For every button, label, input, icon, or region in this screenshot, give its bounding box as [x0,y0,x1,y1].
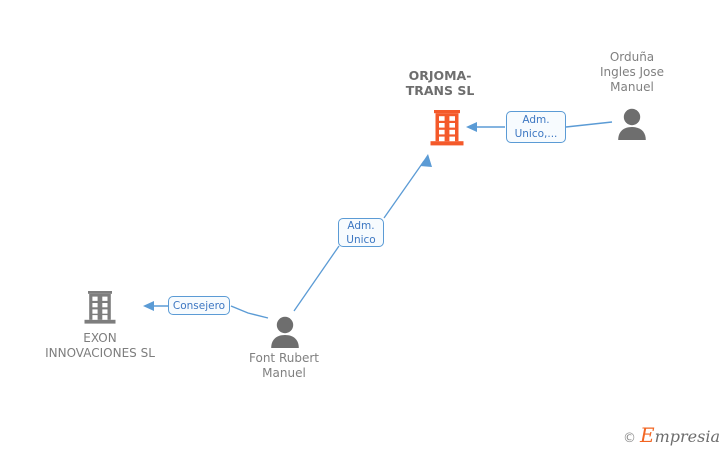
copyright-symbol: © [622,431,636,446]
edge-font-orjoma-tail [293,245,340,312]
brand-initial: E [639,423,655,447]
edge-font-orjoma-head-line [383,160,425,219]
person-icon[interactable] [616,108,648,145]
building-icon[interactable] [84,291,116,330]
brand-rest: mpresia [654,427,720,446]
watermark-empresia: © Empresia [622,425,720,446]
node-label-font: Font Rubert Manuel [249,351,319,380]
node-label-exon: EXON INNOVACIONES SL [45,331,155,360]
node-label-orduna: Orduña Ingles Jose Manuel [599,50,665,94]
edge-font-exon-tail [230,305,269,319]
edge-font-exon-arrowhead [143,301,154,311]
node-label-orjoma: ORJOMA- TRANS SL [405,68,475,98]
edge-orduna-orjoma-tail [565,121,613,128]
building-icon[interactable] [430,110,464,152]
brand-wordmark: Empresia [640,425,720,446]
relation-label-adm-unico-font[interactable]: Adm. Unico [338,218,384,247]
edge-orduna-orjoma-arrowhead [466,122,477,132]
edge-font-orjoma-arrowhead [420,154,432,167]
relation-label-consejero[interactable]: Consejero [168,296,230,315]
relation-label-adm-unico-orduna[interactable]: Adm. Unico,... [506,111,566,143]
person-icon[interactable] [269,316,301,353]
